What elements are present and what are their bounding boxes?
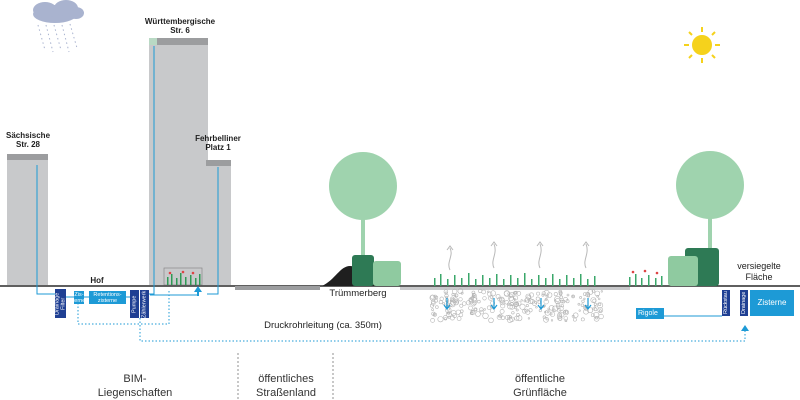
tree-left — [329, 152, 401, 286]
label-truemmerberg: Trümmerberg — [329, 288, 387, 299]
label-druckrohrleitung: Druckrohrleitung (ca. 350m) — [264, 320, 382, 331]
label-saechsische: Sächsische Str. 28 — [5, 131, 51, 149]
zisterne-right-box: Zisterne — [750, 290, 794, 316]
pump-arrow-icon — [194, 286, 202, 296]
label-fehrbelliner: Fehrbelliner Platz 1 — [195, 134, 241, 152]
grass-strip-green — [434, 273, 663, 286]
rigole-box: Rigole — [636, 308, 664, 319]
retentionszisterne-box: Retentions- zisterne — [89, 291, 126, 304]
building-saechsische — [7, 154, 48, 285]
label-hof: Hof — [90, 276, 104, 285]
gravel-infiltration — [429, 288, 604, 323]
label-wuerttembergische: Württembergische Str. 6 — [144, 17, 216, 35]
zone-gruenflaeche: öffentliche Grünfläche — [513, 373, 567, 399]
zone-bim: BIM- Liegenschaften — [97, 373, 173, 399]
zone-strassenland: öffentliches Straßenland — [256, 373, 316, 399]
building-wuerttembergische — [149, 38, 208, 285]
dotted-pipe-lines — [77, 290, 746, 342]
plant-strip-hof — [163, 267, 203, 286]
evaporation-arrows-icon — [446, 241, 590, 271]
pumpe-box: Pumpe — [130, 290, 139, 318]
pressure-pipe-arrow-icon — [741, 325, 749, 331]
drainage-right-box: Drainage — [740, 290, 748, 316]
sun-icon — [684, 27, 720, 63]
tree-right — [668, 151, 744, 286]
rain-cloud-icon — [33, 0, 84, 53]
zisterne-small-box: Zis- terne — [74, 291, 84, 304]
zaehlerwerk-box: Zählerwerk — [140, 290, 149, 318]
label-versiegelte-flaeche: versiegelte Fläche — [737, 261, 781, 282]
drainage-filter-box: Drainage Filter — [55, 289, 66, 318]
infiltration-arrows-icon — [443, 298, 592, 310]
rueckstau-box: Rückstau — [722, 290, 730, 316]
flower-dots — [631, 269, 659, 275]
